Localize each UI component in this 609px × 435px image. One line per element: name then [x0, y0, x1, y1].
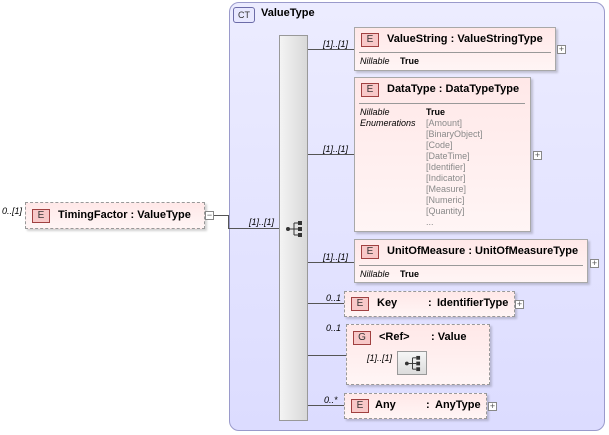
type-separator: : — [130, 209, 135, 221]
connector-line — [308, 49, 354, 50]
type-separator: : — [428, 297, 432, 309]
connector-line — [308, 303, 344, 304]
element-type: ValueType — [137, 209, 191, 221]
element-badge: E — [361, 83, 379, 97]
root-cardinality: 0..[1] — [2, 206, 23, 216]
nillable-value: True — [400, 269, 420, 279]
connector-line — [214, 215, 228, 216]
inner-sequence-compositor[interactable] — [397, 351, 427, 375]
key-element[interactable]: E Key : IdentifierType — [344, 291, 515, 317]
element-name: Key — [377, 297, 398, 309]
complex-type-badge: CT — [233, 7, 255, 23]
enumeration-item: [Amount] — [426, 118, 463, 128]
group-name: <Ref> — [379, 331, 410, 343]
element-type: ValueStringType — [457, 33, 543, 45]
value-string-cardinality: [1]..[1] — [323, 39, 349, 49]
collapse-icon[interactable]: − — [205, 210, 214, 220]
element-type: AnyType — [435, 399, 481, 411]
data-type-element[interactable]: E DataType : DataTypeType Nillable True … — [354, 77, 531, 232]
group-badge: G — [353, 331, 371, 345]
element-badge: E — [361, 245, 379, 259]
sequence-cardinality: [1]..[1] — [249, 217, 275, 227]
element-type: DataTypeType — [445, 83, 520, 95]
type-separator: : — [450, 33, 455, 45]
ref-group-cardinality: 0..1 — [326, 323, 342, 333]
enumeration-item: [Numeric] — [426, 195, 465, 205]
nillable-label: Nillable — [360, 56, 390, 66]
expand-icon[interactable]: + — [590, 258, 599, 268]
connector-line — [308, 405, 344, 406]
expand-icon[interactable]: + — [533, 150, 542, 160]
value-string-label: ValueString : ValueStringType — [387, 33, 543, 45]
sequence-icon — [404, 355, 421, 372]
element-type: IdentifierType — [437, 297, 509, 309]
sequence-icon — [286, 221, 302, 237]
ref-group-element[interactable]: G <Ref> : Value [1]..[1] — [346, 324, 490, 385]
enumerations-label: Enumerations — [360, 118, 416, 128]
any-cardinality: 0..* — [324, 395, 338, 405]
enumeration-item: [Quantity] — [426, 206, 465, 216]
data-type-label: DataType : DataTypeType — [387, 83, 519, 95]
root-element-label: TimingFactor : ValueType — [58, 209, 191, 221]
element-badge: E — [32, 209, 50, 223]
element-badge: E — [351, 297, 369, 311]
root-element-box[interactable]: E TimingFactor : ValueType — [25, 202, 205, 229]
enumeration-item: [Measure] — [426, 184, 467, 194]
divider — [359, 52, 551, 53]
enumeration-item: [Identifier] — [426, 162, 466, 172]
inner-sequence-cardinality: [1]..[1] — [367, 353, 393, 363]
type-separator: : — [431, 331, 435, 343]
nillable-value: True — [426, 107, 446, 117]
expand-icon[interactable]: + — [557, 44, 566, 54]
type-separator: : — [468, 245, 472, 257]
element-name: Any — [375, 399, 396, 411]
expand-icon[interactable]: + — [488, 401, 497, 411]
nillable-label: Nillable — [360, 107, 390, 117]
divider — [359, 265, 583, 266]
enumeration-item: [Indicator] — [426, 173, 466, 183]
element-name: TimingFactor — [58, 209, 128, 221]
connector-line — [308, 154, 354, 155]
element-name: UnitOfMeasure — [387, 245, 466, 257]
enumeration-item: [Code] — [426, 140, 453, 150]
enumeration-item: [DateTime] — [426, 151, 470, 161]
element-name: ValueString — [387, 33, 448, 45]
nillable-label: Nillable — [360, 269, 390, 279]
value-string-element[interactable]: E ValueString : ValueStringType Nillable… — [354, 27, 556, 71]
enumeration-list: [Amount] [BinaryObject] [Code] [DateTime… — [426, 118, 483, 228]
key-cardinality: 0..1 — [326, 293, 342, 303]
type-separator: : — [438, 83, 443, 95]
expand-icon[interactable]: + — [515, 299, 524, 309]
unit-of-measure-label: UnitOfMeasure : UnitOfMeasureType — [387, 245, 578, 257]
connector-line — [308, 262, 354, 263]
any-element[interactable]: E Any : AnyType — [344, 393, 487, 419]
element-badge: E — [351, 399, 369, 413]
enumeration-item: ... — [426, 217, 434, 227]
element-badge: E — [361, 33, 379, 47]
group-type-label: : Value — [431, 331, 466, 343]
group-type: Value — [437, 331, 467, 343]
connector-line — [308, 355, 346, 356]
element-name: DataType — [387, 83, 436, 95]
element-type: UnitOfMeasureType — [475, 245, 579, 257]
complex-type-title: ValueType — [261, 7, 315, 19]
nillable-value: True — [400, 56, 420, 66]
enumeration-item: [BinaryObject] — [426, 129, 483, 139]
connector-line — [228, 228, 279, 229]
unit-of-measure-element[interactable]: E UnitOfMeasure : UnitOfMeasureType Nill… — [354, 239, 588, 283]
unit-of-measure-cardinality: [1]..[1] — [323, 252, 349, 262]
data-type-cardinality: [1]..[1] — [323, 144, 349, 154]
connector-line — [228, 215, 229, 229]
divider — [359, 103, 525, 104]
type-separator: : — [426, 399, 430, 411]
